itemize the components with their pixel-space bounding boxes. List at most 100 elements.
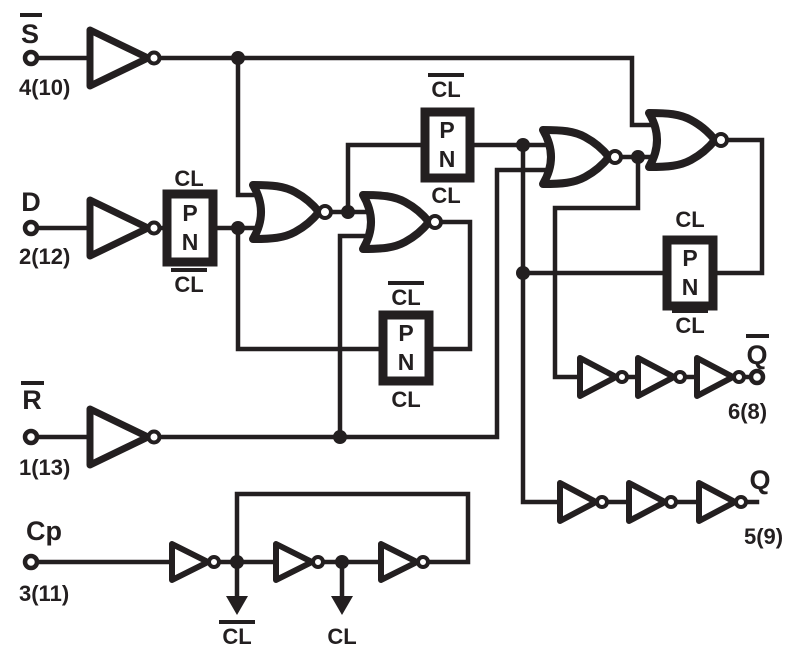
inverter-bubble xyxy=(146,220,162,236)
inverter-triangle xyxy=(169,541,211,583)
wire-master-node-down xyxy=(235,225,386,352)
inverter-triangle xyxy=(635,355,677,399)
nor-gate-body xyxy=(645,109,719,171)
nor-gate-slave-2 xyxy=(645,109,729,171)
junction-dot xyxy=(230,555,244,569)
tg-p-label: P xyxy=(439,117,454,143)
pin-label-q: 5(9) xyxy=(744,524,783,549)
terminal-cp-input xyxy=(22,553,40,571)
transmission-gate-master-feedback: P N CL CL xyxy=(378,281,434,412)
tg-top-label-clbar: CL xyxy=(431,77,460,102)
tg-p-label: P xyxy=(682,245,697,271)
inverter-clock-2 xyxy=(273,541,325,583)
label-s-input: S xyxy=(21,19,39,49)
inverter-clock-1 xyxy=(169,541,221,583)
tg-bottom-label-cl: CL xyxy=(391,387,420,412)
tg-p-label: P xyxy=(398,320,413,346)
tg-bottom-label-clbar: CL xyxy=(174,272,203,297)
transmission-gate-data-input: P N CL CL xyxy=(162,166,218,297)
wire-nor3-branch-to-qbar xyxy=(552,154,641,380)
pin-label-qbar: 6(8) xyxy=(728,399,767,424)
inverter-bubble xyxy=(615,370,629,384)
wire-cp-feedback-loop xyxy=(234,491,471,565)
tg-n-label: N xyxy=(439,146,456,172)
inverter-bubble xyxy=(595,495,609,509)
tg-top-label-clbar: CL xyxy=(391,285,420,310)
junction-dot xyxy=(631,150,645,164)
inverter-s-buffer xyxy=(86,26,162,90)
terminal-s-input xyxy=(22,49,40,67)
terminal-r-input xyxy=(22,428,40,446)
inverter-bubble xyxy=(732,370,746,384)
nor-gate-body xyxy=(539,126,613,188)
terminal-qbar-output xyxy=(748,368,766,386)
junction-dot xyxy=(333,430,347,444)
nor-gate-slave-1 xyxy=(539,126,623,188)
tg-top-label-cl: CL xyxy=(174,166,203,191)
wire-s-buffered-line xyxy=(148,55,663,128)
inverter-r-buffer xyxy=(86,405,162,469)
label-q-output: Q xyxy=(749,465,770,495)
label-d-input: D xyxy=(21,187,41,217)
inverter-bubble xyxy=(311,555,325,569)
inverter-triangle xyxy=(86,405,152,469)
tg-n-label: N xyxy=(682,274,699,300)
nor-gate-bubble xyxy=(713,132,729,148)
junction-dot xyxy=(516,266,530,280)
clbar-tap-arrow xyxy=(226,596,248,615)
terminals xyxy=(22,49,766,571)
nor-gate-bubble xyxy=(317,204,333,220)
tg-box xyxy=(378,310,434,386)
wire-tg2-to-nor2-out xyxy=(426,219,473,352)
inverter-d-buffer xyxy=(86,196,162,260)
tg-box xyxy=(662,235,718,311)
transmission-gate-master-input: P N CL CL xyxy=(420,73,475,208)
junction-dot xyxy=(516,138,530,152)
wire-nor1-up-to-tg1 xyxy=(345,142,430,215)
inverter-clock-3 xyxy=(378,541,430,583)
inverter-triangle xyxy=(626,480,668,524)
junction-dot xyxy=(335,555,349,569)
junction-dot xyxy=(231,51,245,65)
inverter-bubble xyxy=(146,429,162,445)
pin-label-r: 1(13) xyxy=(19,455,70,480)
tg-box xyxy=(420,107,475,183)
inverter-bubble xyxy=(416,555,430,569)
tg-bottom-label-clbar: CL xyxy=(675,313,704,338)
qbar-output-buffers xyxy=(577,355,746,399)
label-cl-tap: CL xyxy=(327,624,356,649)
terminal-d-input xyxy=(22,219,40,237)
nor-gate-body xyxy=(359,191,433,253)
wire-s-branch-to-nor1 xyxy=(235,55,267,198)
wire-r-branch-to-nor2 xyxy=(337,233,375,440)
label-r-input: R xyxy=(22,385,42,415)
inverter-triangle xyxy=(696,480,738,524)
wire-slave-node-vertical xyxy=(520,142,561,505)
nor-gate-bubble xyxy=(427,214,443,230)
inverter-triangle xyxy=(273,541,315,583)
inverter-triangle xyxy=(694,355,736,399)
wires xyxy=(35,55,765,600)
tg-p-label: P xyxy=(182,200,197,226)
tg-box xyxy=(162,189,218,267)
inverter-triangle xyxy=(86,26,152,90)
wire-tg3-to-nor4-out xyxy=(710,137,765,276)
transmission-gate-slave-feedback: P N CL CL xyxy=(662,207,718,338)
wire-r-buffered-line xyxy=(148,167,559,440)
inverter-bubble xyxy=(673,370,687,384)
tg-n-label: N xyxy=(182,229,199,255)
junction-dot xyxy=(341,205,355,219)
nor-gate-body xyxy=(249,181,323,243)
inverter-triangle xyxy=(378,541,420,583)
inverter-triangle xyxy=(577,355,619,399)
label-qbar-output: Q xyxy=(746,340,767,370)
junction-dots xyxy=(230,51,645,569)
label-clbar-tap: CL xyxy=(222,624,251,649)
pin-label-s: 4(10) xyxy=(19,75,70,100)
tg-n-label: N xyxy=(398,349,415,375)
label-cp-input: Cp xyxy=(26,516,62,546)
q-output-buffers xyxy=(557,480,748,524)
inverter-triangle xyxy=(557,480,599,524)
